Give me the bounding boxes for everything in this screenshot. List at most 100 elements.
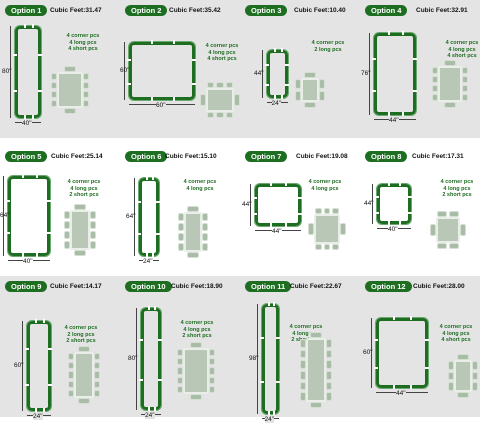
tray-joint xyxy=(393,385,396,389)
tray-joint xyxy=(6,232,10,234)
tray-joint xyxy=(172,97,175,101)
pieces-line: 4 long pcs xyxy=(311,185,339,192)
tray-joint xyxy=(21,174,24,178)
tray-joint xyxy=(23,115,26,119)
pieces-line: 2 short pcs xyxy=(182,333,212,340)
pieces-line: 4 long pcs xyxy=(448,46,476,53)
tray-joint xyxy=(25,384,29,386)
tray-joint xyxy=(285,182,288,186)
chair xyxy=(323,208,331,214)
width-dimension-label: 60" xyxy=(156,102,166,109)
tray-joint xyxy=(38,90,42,93)
pieces-line: 4 long pcs xyxy=(443,185,471,192)
height-dimension-label: 80" xyxy=(128,355,138,362)
tray-joint xyxy=(270,223,273,227)
pieces-line: 2 short pcs xyxy=(66,338,96,345)
option-badge: Option 10 xyxy=(125,281,172,292)
height-dimension-line xyxy=(3,176,4,256)
chair xyxy=(319,91,325,101)
pieces-line: 4 short pcs xyxy=(441,337,471,344)
chair xyxy=(300,349,306,359)
table-preview xyxy=(178,206,208,258)
chair xyxy=(64,66,76,72)
pieces-line: 4 long pcs xyxy=(70,185,98,192)
chair xyxy=(178,243,184,251)
width-dimension-label: 40" xyxy=(22,120,32,127)
tray-joint xyxy=(35,174,38,178)
table-top xyxy=(74,352,94,398)
height-dimension-label: 76" xyxy=(361,70,371,77)
table-preview xyxy=(68,346,100,404)
tray-joint xyxy=(260,337,264,339)
tray-joint xyxy=(273,95,276,99)
chair xyxy=(51,73,57,80)
tray-joint xyxy=(401,31,404,35)
chair xyxy=(78,398,90,404)
tray-joint xyxy=(35,253,38,257)
chair xyxy=(64,211,70,219)
height-dimension-label: 64" xyxy=(126,213,136,220)
table-top xyxy=(70,210,90,250)
chair xyxy=(448,371,454,381)
chair xyxy=(304,72,316,78)
chair xyxy=(332,208,339,214)
tray-joint xyxy=(260,381,264,383)
tray-joint xyxy=(285,64,289,67)
pieces-line: 4 long pcs xyxy=(186,185,214,192)
height-dimension-label: 98" xyxy=(249,355,259,362)
tray-joint xyxy=(154,306,157,310)
tray-joint xyxy=(253,213,257,216)
pieces-line: 2 long pcs xyxy=(67,331,95,338)
tray-joint xyxy=(410,316,413,320)
tray-joint xyxy=(137,232,141,235)
tray-joint xyxy=(34,319,37,323)
pieces-line: 4 corner pcs xyxy=(311,40,345,46)
tray-joint xyxy=(267,302,270,306)
tray-joint xyxy=(47,200,51,202)
table-top xyxy=(436,217,460,243)
height-dimension-line xyxy=(369,33,370,115)
tray-joint xyxy=(399,182,402,186)
chair xyxy=(178,233,184,241)
chair xyxy=(209,358,215,366)
chair xyxy=(177,349,183,357)
table-preview xyxy=(64,204,96,256)
option-badge: Option 7 xyxy=(245,151,288,162)
tray-joint xyxy=(48,384,52,386)
tray-joint xyxy=(156,232,160,235)
tray-joint xyxy=(32,115,35,119)
tray-joint xyxy=(152,176,155,180)
table-preview xyxy=(300,332,332,408)
chair xyxy=(432,67,438,74)
chair xyxy=(94,371,100,379)
cubic-feet-label: Cubic Feet:10.40 xyxy=(294,7,346,14)
tray-outline xyxy=(27,321,51,411)
tray-joint xyxy=(48,348,52,350)
chair xyxy=(202,233,208,241)
table-preview xyxy=(430,211,466,249)
tray-joint xyxy=(393,316,396,320)
chair xyxy=(90,221,96,229)
chair xyxy=(64,231,70,239)
cubic-feet-label: Cubic Feet:31.47 xyxy=(50,7,102,14)
chair xyxy=(448,382,454,391)
tray-outline xyxy=(8,176,50,256)
tray-joint xyxy=(372,90,376,93)
pieces-line: 4 corner pcs xyxy=(67,179,101,185)
chair xyxy=(209,349,215,357)
chair xyxy=(209,367,215,375)
height-dimension-label: 44" xyxy=(242,201,252,208)
chair xyxy=(319,79,325,89)
tray-joint xyxy=(145,253,148,257)
tray-joint xyxy=(158,338,162,341)
tray-outline xyxy=(141,308,161,410)
tray-joint xyxy=(192,59,196,62)
tray-joint xyxy=(298,213,302,216)
chair xyxy=(177,385,183,393)
chair xyxy=(300,360,306,369)
pieces-line: 2 short pcs xyxy=(442,192,472,199)
pieces-line: 4 short pcs xyxy=(68,46,98,53)
